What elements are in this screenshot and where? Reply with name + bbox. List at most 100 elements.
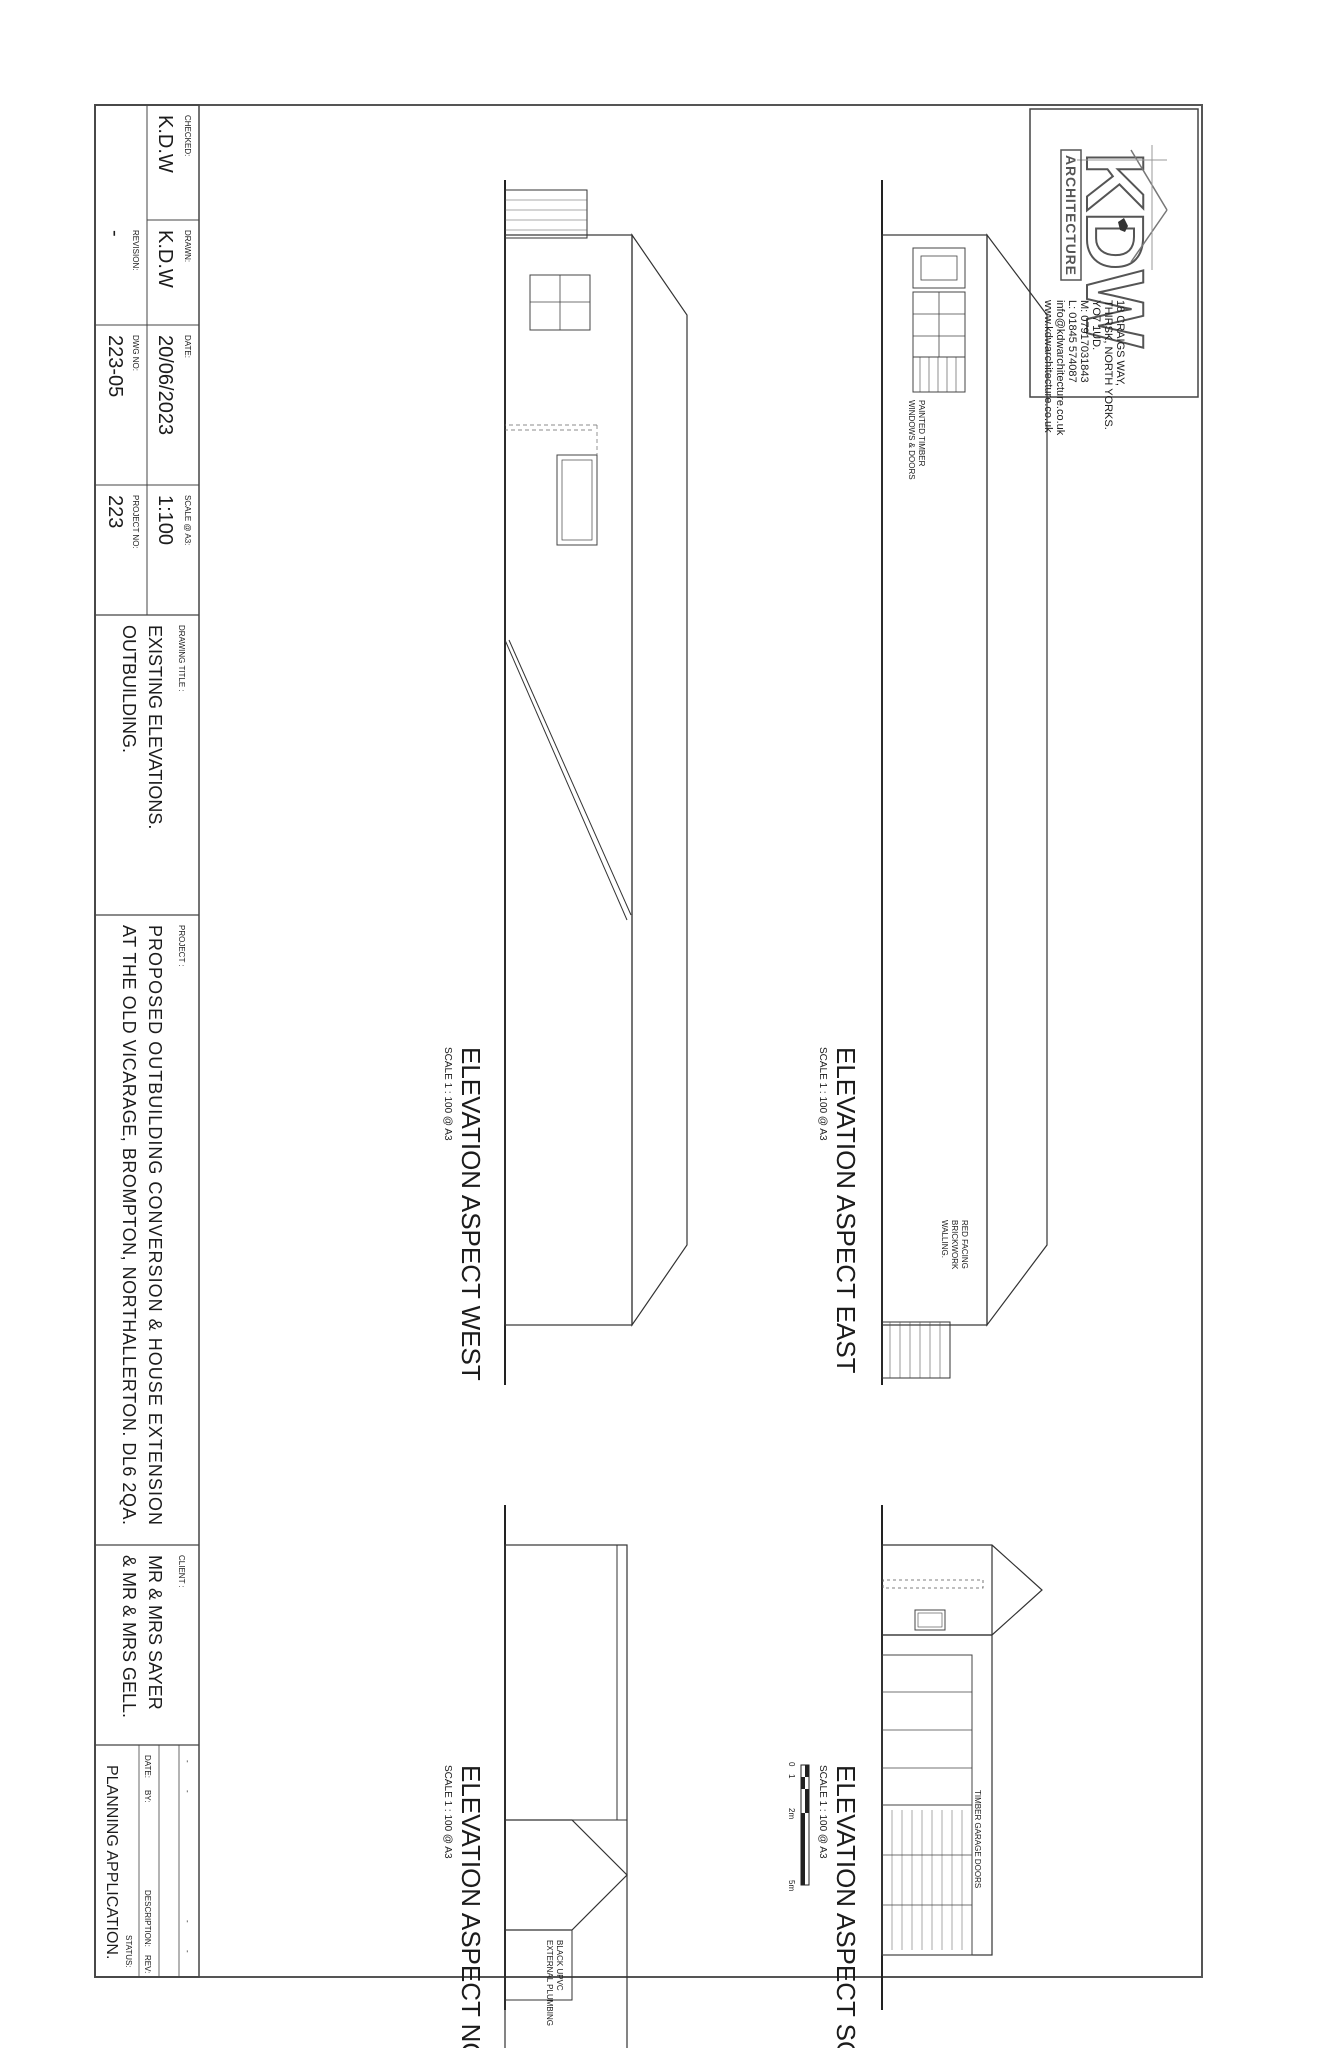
side-panel	[912, 356, 966, 393]
note-windows: PAINTED TIMBER	[917, 400, 926, 467]
date-label: DATE:	[143, 1755, 152, 1778]
east-roof	[986, 233, 1048, 1327]
elevation-scale: SCALE 1 : 100 @ A3	[817, 1765, 828, 1859]
company-block: KDW ARCHITECTURE 18 CRAIGS WAY, THIRSK, …	[1029, 108, 1199, 436]
dwg-no-value: 223-05	[104, 335, 126, 397]
checked-value: K.D.W	[154, 115, 176, 173]
rev-cell: -	[183, 1920, 192, 1923]
description-label: DESCRIPTION:	[143, 1890, 152, 1947]
scale-tick: 2m	[787, 1808, 796, 1819]
status-label: STATUS:	[124, 1935, 133, 1968]
scale-bar-seg	[805, 1765, 809, 1777]
status-section: - - - - REV: DESCRIPTION: BY: DATE: STAT…	[95, 1744, 199, 1977]
client-line: MR & MRS SAYER	[145, 1555, 165, 1710]
scale-tick: 0	[787, 1762, 796, 1767]
scale-bar: 0 1 2m 5m	[787, 1762, 810, 1891]
logo-box	[1029, 108, 1199, 398]
drawn-value: K.D.W	[154, 230, 176, 288]
note-plumbing: BLACK UPVC	[555, 1940, 564, 1991]
sheet-frame	[94, 104, 1203, 1978]
west-window-large	[556, 454, 598, 546]
elevation-east: PAINTED TIMBER WINDOWS & DOORS RED FACIN…	[817, 180, 1048, 1385]
title-block: - - - - REV: DESCRIPTION: BY: DATE: STAT…	[94, 104, 200, 1978]
status-value: PLANNING APPLICATION.	[103, 1765, 120, 1959]
address-line: www.kdwarchitecture.co.uk	[1042, 299, 1054, 433]
logo-roof-line	[1130, 209, 1168, 263]
west-ramp-line	[508, 639, 632, 916]
drawing-title-section: DRAWING TITLE : EXISTING ELEVATIONS. OUT…	[95, 614, 199, 829]
address-line: YO7 1UD.	[1090, 300, 1102, 350]
scale-label: SCALE @ A3:	[183, 495, 192, 545]
north-extension	[504, 1929, 573, 2001]
scale-value: 1:100	[154, 495, 176, 545]
logo-subtitle: ARCHITECTURE	[1063, 155, 1079, 275]
shed	[881, 1321, 951, 1379]
west-shed	[504, 189, 588, 239]
address-line: M: 07917031843	[1078, 300, 1090, 383]
elevation-title: ELEVATION ASPECT SOUTH	[831, 1765, 861, 2048]
north-wall	[504, 1544, 628, 2048]
elevation-title: ELEVATION ASPECT WEST	[456, 1047, 486, 1381]
date-field-label: DATE:	[183, 335, 192, 358]
east-wall	[881, 234, 988, 1326]
elevation-north: BLACK UPVC EXTERNAL PLUMBING ELEVATION A…	[442, 1505, 628, 2048]
east-shed	[881, 1321, 951, 1379]
window-pane	[920, 255, 958, 281]
elevation-scale: SCALE 1 : 100 @ A3	[442, 1765, 453, 1859]
elevation-south: TIMBER GARAGE DOORS ELEVATION ASPECT SOU…	[787, 1505, 1043, 2048]
logo-letters: KDW	[1069, 152, 1160, 348]
client-section: CLIENT : MR & MRS SAYER & MR & MRS GELL.	[95, 1544, 199, 1718]
rev-cell: -	[183, 1790, 192, 1793]
lean-to	[881, 1804, 973, 1956]
downpipe	[882, 1579, 984, 1589]
rev-cell: -	[183, 1950, 192, 1953]
south-gable	[881, 1544, 1043, 1636]
project-no-value: 223	[104, 495, 126, 528]
south-window	[914, 1609, 946, 1631]
note-brick: BRICKWORK	[950, 1220, 959, 1270]
drawing-title-line: EXISTING ELEVATIONS.	[145, 625, 165, 829]
west-window-pane	[561, 459, 593, 541]
elevation-scale: SCALE 1 : 100 @ A3	[442, 1047, 453, 1141]
client-line: & MR & MRS GELL.	[119, 1555, 139, 1718]
drawn-label: DRAWN:	[183, 230, 192, 262]
by-label: BY:	[143, 1790, 152, 1802]
garage-doors	[881, 1654, 973, 1956]
scale-bar-seg	[805, 1789, 809, 1813]
drawing-info-grid: SCALE @ A3: 1:100 DATE: 20/06/2023 DRAWN…	[95, 105, 199, 615]
elevation-title: ELEVATION ASPECT EAST	[831, 1047, 861, 1374]
scale-bar-seg	[801, 1813, 805, 1885]
note-plumbing: EXTERNAL PLUMBING	[545, 1940, 554, 2026]
checked-label: CHECKED:	[183, 115, 192, 156]
logo-mark	[1118, 218, 1128, 232]
elevation-title: ELEVATION ASPECT NORTH	[456, 1765, 486, 2048]
scale-bar-seg	[801, 1777, 805, 1789]
west-ramp-line	[504, 639, 628, 921]
drawing-title-line: OUTBUILDING.	[119, 625, 139, 753]
rev-label: REV:	[143, 1955, 152, 1973]
window	[912, 247, 966, 289]
address-line: THIRSK, NORTH YORKS.	[1102, 300, 1114, 430]
note-brick: RED FACING	[960, 1220, 969, 1269]
project-no-label: PROJECT NO:	[131, 495, 140, 549]
address-line: 18 CRAIGS WAY,	[1114, 300, 1126, 386]
project-line: AT THE OLD VICARAGE, BROMPTON, NORTHALLE…	[119, 925, 139, 1525]
scale-tick: 5m	[787, 1880, 796, 1891]
project-label: PROJECT :	[177, 925, 186, 967]
note-doors: TIMBER GARAGE DOORS	[973, 1790, 982, 1888]
elevation-scale: SCALE 1 : 100 @ A3	[817, 1047, 828, 1141]
scale-tick: 1	[787, 1774, 796, 1779]
address-line: info@kdwarchitecture.co.uk	[1054, 300, 1066, 436]
west-roof	[631, 233, 688, 1327]
date-value: 20/06/2023	[154, 335, 176, 435]
address-line: L: 01845 574087	[1066, 300, 1078, 383]
south-window-pane	[917, 1612, 943, 1628]
dwg-no-label: DWG NO:	[131, 335, 140, 371]
logo-subtitle-box	[1060, 149, 1082, 281]
project-section: PROJECT : PROPOSED OUTBUILDING CONVERSIO…	[95, 914, 199, 1525]
west-wall	[504, 234, 633, 1326]
east-window-doors	[912, 247, 966, 393]
revision-value: -	[104, 230, 126, 237]
